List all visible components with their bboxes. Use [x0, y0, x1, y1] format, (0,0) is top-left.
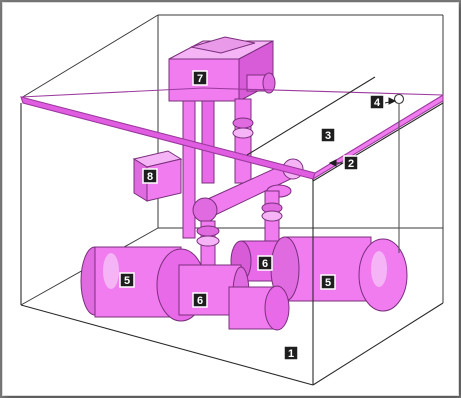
callout-3: 3	[320, 127, 336, 143]
duct-vertical-right	[201, 97, 215, 184]
pump-motor-right	[230, 236, 408, 312]
enclosure-front-edges	[20, 76, 444, 386]
callout-4-label: 4	[374, 97, 381, 109]
pipe-drop-left	[196, 220, 220, 288]
callout-5-right-label: 5	[325, 277, 331, 289]
callout-1-label: 1	[288, 348, 294, 360]
callout-5-left-label: 5	[124, 275, 130, 287]
equipment-enclosure-diagram: 1 2 3 4 5 5 6 6 7 8	[20, 14, 444, 386]
pipe-drop-right	[261, 190, 283, 246]
callout-7: 7	[192, 70, 208, 86]
sensor-4-head	[393, 93, 405, 105]
callout-5-right: 5	[320, 274, 336, 290]
callout-1: 1	[283, 345, 299, 361]
callout-8-label: 8	[147, 171, 153, 183]
callout-4: 4	[369, 94, 385, 110]
callout-7-label: 7	[197, 73, 203, 85]
callout-2: 2	[343, 155, 359, 171]
callout-8: 8	[142, 168, 158, 184]
callout-6-back: 6	[257, 255, 273, 271]
leader-arrows	[328, 97, 397, 167]
diagram-frame: 1 2 3 4 5 5 6 6 7 8	[3, 3, 458, 395]
callout-3-label: 3	[325, 130, 331, 142]
callout-6-front-label: 6	[197, 295, 203, 307]
pipe-vertical-upper	[232, 98, 254, 184]
component-7-unit	[168, 36, 276, 102]
duct-vertical-left	[182, 97, 196, 239]
callout-6-front: 6	[192, 292, 208, 308]
callout-6-back-label: 6	[262, 258, 268, 270]
callout-2-label: 2	[348, 158, 354, 170]
callout-5-left: 5	[119, 272, 135, 288]
